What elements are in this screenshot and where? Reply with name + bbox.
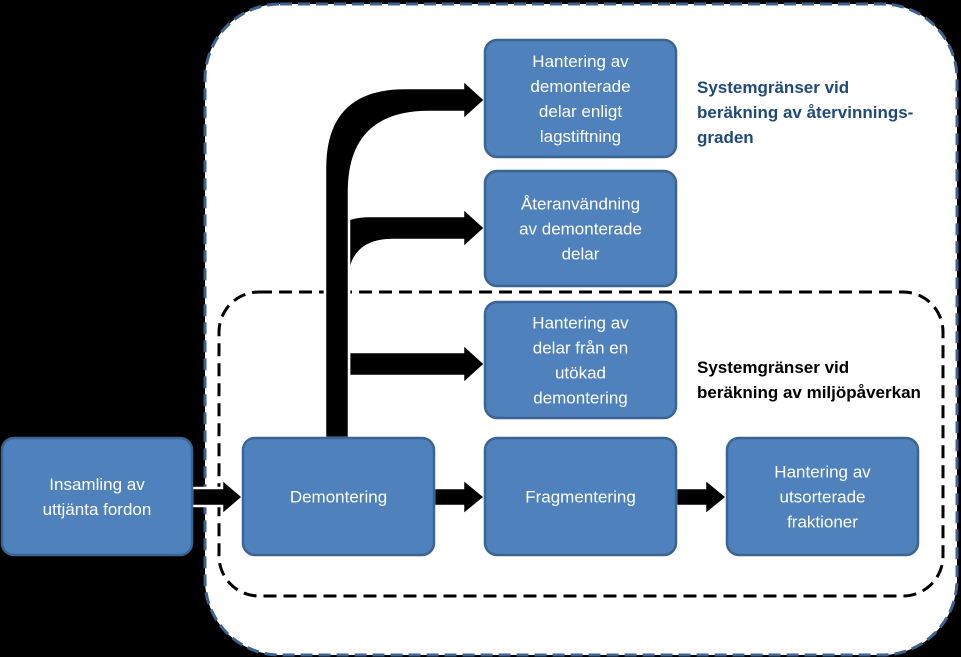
text-line: delar från en — [533, 339, 628, 358]
outer-boundary-label: Systemgränser vid beräkning av återvinnin… — [697, 78, 913, 147]
text-line: lagstiftning — [540, 127, 621, 146]
text-line: graden — [697, 128, 754, 147]
text-line: beräkning av återvinnings- — [697, 103, 913, 122]
text-line: Insamling av — [49, 475, 145, 494]
node-hantering-fraktioner-label: Hantering av utsorterade fraktioner — [774, 463, 871, 532]
text-line: Hantering av — [532, 52, 629, 71]
text-line: demontering — [533, 389, 628, 408]
node-hantering-utokad: Hantering av delar från en utökad demonteri… — [483, 300, 678, 420]
arrow-fragmentering-hantering-fraktioner — [674, 476, 729, 518]
node-ateranvandning-label: Återanvändning av demonterade delar — [519, 195, 642, 264]
node-hantering-lagstiftning: Hantering av demonterade delar enligt lagst… — [483, 38, 678, 159]
node-ateranvandning: Återanvändning av demonterade delar — [483, 169, 678, 288]
node-demontering-label: Demontering — [290, 488, 387, 507]
node-hantering-fraktioner: Hantering av utsorterade fraktioner — [725, 436, 920, 557]
text-line: fraktioner — [787, 513, 858, 532]
text-line: Fragmentering — [525, 488, 636, 507]
text-line: demonterade — [530, 77, 630, 96]
text-line: uttjänta fordon — [43, 500, 152, 519]
text-line: delar enligt — [539, 102, 622, 121]
text-line: Hantering av — [774, 463, 871, 482]
node-fragmentering-label: Fragmentering — [525, 488, 636, 507]
flow-arrows — [190, 77, 729, 518]
text-line: delar — [562, 245, 600, 264]
node-fragmentering: Fragmentering — [483, 436, 678, 557]
text-line: Systemgränser vid — [697, 78, 849, 97]
text-line: Återanvändning — [521, 195, 640, 214]
inner-boundary-label: Systemgränser vid beräkning av miljöpåver… — [697, 358, 921, 402]
inner-system-boundary — [217, 290, 945, 598]
text-line: Systemgränser vid — [697, 358, 849, 377]
arrow-demontering-hantering-lagstiftning — [323, 77, 487, 440]
text-line: Hantering av — [532, 314, 629, 333]
arrow-demontering-fragmentering — [432, 476, 487, 518]
text-line: utökad — [555, 364, 606, 383]
arrow-insamling-demontering — [190, 476, 245, 518]
text-line: av demonterade — [519, 220, 642, 239]
text-line: beräkning av miljöpåverkan — [697, 383, 921, 402]
text-line: Demontering — [290, 488, 387, 507]
node-insamling: Insamling av uttjänta fordon — [0, 436, 194, 557]
node-hantering-lagstiftning-label: Hantering av demonterade delar enligt lagst… — [530, 52, 630, 146]
node-hantering-utokad-label: Hantering av delar från en utökad demonteri… — [532, 314, 629, 408]
text-line: utsorterade — [780, 488, 866, 507]
node-demontering: Demontering — [241, 436, 436, 557]
node-insamling-label: Insamling av uttjänta fordon — [43, 475, 152, 519]
